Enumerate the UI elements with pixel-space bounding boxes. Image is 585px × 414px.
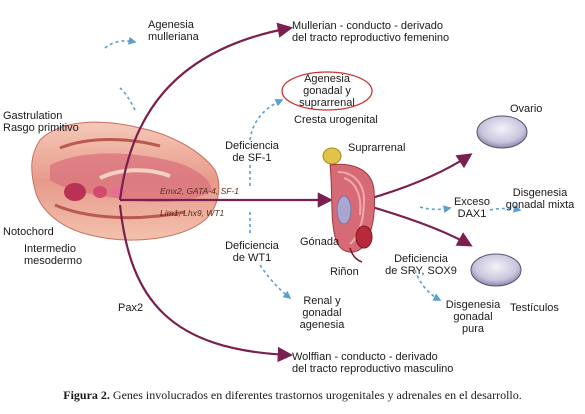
label-cresta-urogenital: Cresta urogenital bbox=[294, 114, 378, 126]
rinon-shape bbox=[355, 225, 373, 249]
mesoderm-shape bbox=[93, 186, 107, 198]
main-arrows bbox=[118, 22, 473, 363]
arrow-to-testiculos bbox=[364, 203, 473, 247]
dashed-arrows bbox=[104, 36, 522, 301]
caption-prefix: Figura 2. bbox=[63, 388, 110, 402]
label-testiculos: Testículos bbox=[510, 302, 559, 314]
suprarrenal-shape bbox=[322, 147, 342, 165]
dash-dax1-mixta bbox=[489, 204, 522, 213]
label-agenesia-mulleriana: Agenesia mulleriana bbox=[148, 19, 199, 43]
label-agenesia-gonadal: Agenesia gonadal y suprarrenal bbox=[299, 73, 355, 109]
label-genes-bottom: Lim1, Lhx9, WT1 bbox=[160, 208, 225, 218]
figure-caption: Figura 2. Genes involucrados en diferent… bbox=[0, 388, 585, 403]
gonada-shape bbox=[336, 195, 352, 225]
label-deficiencia-wt1: Deficiencia de WT1 bbox=[225, 240, 279, 264]
label-gastrulation: Gastrulation Rasgo primitivo bbox=[3, 110, 79, 134]
arrow-to-ovario bbox=[364, 153, 473, 202]
label-gonada: Gónada bbox=[300, 236, 340, 248]
arrow-to-mulleriana bbox=[118, 22, 294, 201]
dash-sry bbox=[414, 269, 442, 301]
label-mulleriana-conducto: Mullerian - conducto - derivado del trac… bbox=[292, 20, 450, 44]
notochord-shape bbox=[64, 183, 86, 201]
label-disgenesia-mixta: Disgenesia gonadal mixta bbox=[505, 187, 575, 211]
dash-sf1 bbox=[249, 99, 284, 141]
embryo-illustration bbox=[31, 121, 220, 241]
label-suprarrenal: Suprarrenal bbox=[348, 142, 406, 154]
dash-agenesia-mulleriana bbox=[104, 36, 137, 49]
label-notochord: Notochord bbox=[3, 226, 54, 238]
label-exceso-dax1: Exceso DAX1 bbox=[453, 196, 491, 220]
label-intermedio-mesodermo: Intermedio mesodermo bbox=[24, 243, 83, 267]
dash-mulleriana-source bbox=[119, 87, 136, 111]
dash-wt1 bbox=[259, 264, 292, 299]
label-deficiencia-sf1: Deficiencia de SF-1 bbox=[225, 140, 279, 164]
label-renal-agenesia: Renal y gonadal agenesia bbox=[299, 295, 345, 331]
label-deficiencia-sry: Deficiencia de SRY, SOX9 bbox=[385, 253, 457, 277]
label-genes-top: Emx2, GATA-4, SF-1 bbox=[160, 186, 240, 196]
urogenital-illustration bbox=[322, 147, 375, 263]
agenesia-gonadal-oval bbox=[281, 71, 373, 111]
label-wolffian: Wolffian - conducto - derivado del tract… bbox=[292, 351, 454, 375]
testiculos-shape bbox=[470, 253, 522, 287]
label-pax2: Pax2 bbox=[118, 302, 144, 314]
label-rinon: Riñon bbox=[330, 266, 359, 278]
label-disgenesia-pura: Disgenesia gonadal pura bbox=[445, 299, 501, 335]
dash-dax1 bbox=[419, 205, 452, 214]
ovario-shape bbox=[476, 115, 528, 149]
arrow-to-wolffian bbox=[118, 204, 294, 363]
label-ovario: Ovario bbox=[510, 103, 543, 115]
caption-text: Genes involucrados en diferentes trastor… bbox=[109, 388, 522, 402]
